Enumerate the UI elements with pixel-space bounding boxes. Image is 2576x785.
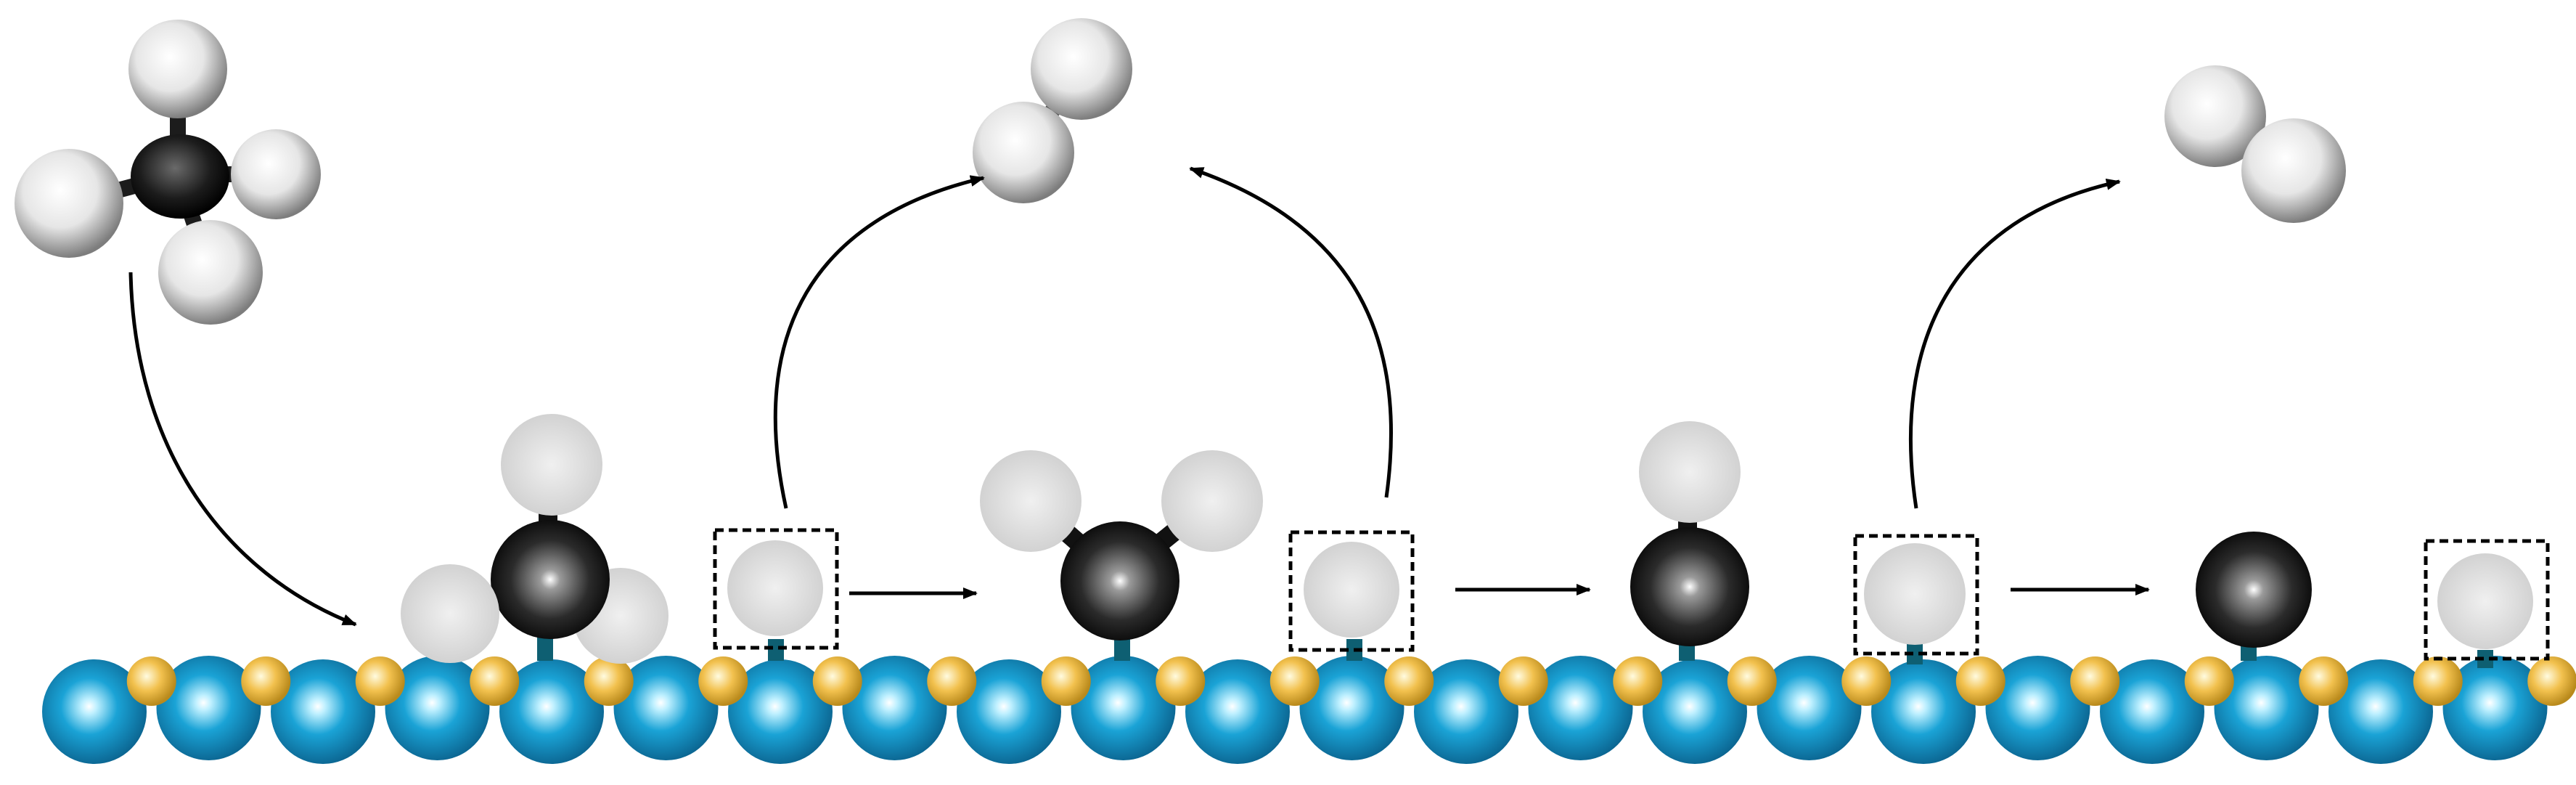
dashed-selection-box-icon	[1853, 534, 1979, 656]
ch-adsorbate	[1630, 421, 1749, 646]
interstitial-atom	[1156, 656, 1206, 706]
interstitial-atom	[2184, 656, 2234, 706]
interstitial-atom	[1041, 656, 1091, 706]
interstitial-atom	[584, 656, 634, 706]
substrate-atom	[1185, 659, 1290, 764]
substrate-atom	[42, 659, 147, 764]
substrate-atom	[271, 659, 375, 764]
desorption-arrow-icon	[1908, 179, 2121, 509]
interstitial-atom	[698, 656, 748, 706]
interstitial-atom	[1955, 656, 2005, 706]
catalyst-surface	[42, 656, 2576, 764]
interstitial-atom	[2413, 656, 2463, 706]
substrate-atom	[728, 659, 833, 764]
substrate-atom	[2214, 656, 2319, 760]
substrate-atom	[1299, 656, 1404, 760]
substrate-atom	[156, 656, 261, 760]
c-adsorbate	[2196, 532, 2312, 648]
dashed-selection-box-icon	[2424, 539, 2550, 661]
interstitial-atom	[126, 656, 176, 706]
dashed-selection-box-icon	[713, 528, 839, 650]
substrate-atom	[2328, 659, 2433, 764]
interstitial-atom	[1498, 656, 1548, 706]
substrate-atom	[1757, 656, 1862, 760]
interstitial-atom	[470, 656, 520, 706]
substrate-atom	[1871, 659, 1976, 764]
substrate-atom	[957, 659, 1061, 764]
methane-molecule-icon	[15, 20, 321, 325]
desorption-arrow-icon	[773, 175, 985, 509]
substrate-atom	[1643, 659, 1747, 764]
arrows	[128, 166, 2150, 627]
interstitial-atom	[355, 656, 405, 706]
substrate-atom	[1414, 659, 1518, 764]
interstitial-atom	[812, 656, 862, 706]
interstitial-atom	[927, 656, 977, 706]
interstitial-atom	[1727, 656, 1777, 706]
substrate-atom	[613, 656, 719, 760]
substrate-atom	[2442, 656, 2548, 760]
desorption-arrow-icon	[1189, 166, 1394, 498]
interstitial-atom	[1384, 656, 1434, 706]
interstitial-atom	[2527, 656, 2576, 706]
substrate-atom	[1985, 656, 2090, 760]
substrate-atom	[1071, 656, 1176, 760]
dashed-selection-box-icon	[1288, 530, 1415, 652]
interstitial-atom	[1613, 656, 1663, 706]
hydrogen-molecule-icon	[2164, 65, 2346, 223]
substrate-atom	[499, 659, 604, 764]
interstitial-atom	[2299, 656, 2349, 706]
ch2-adsorbate	[980, 450, 1263, 640]
adsorption-arrow-icon	[128, 272, 357, 627]
substrate-atom	[842, 656, 947, 760]
interstitial-atom	[1841, 656, 1892, 706]
substrate-atom	[2100, 659, 2204, 764]
hydrogen-molecule-icon	[973, 18, 1132, 203]
interstitial-atom	[1269, 656, 1320, 706]
interstitial-atom	[2070, 656, 2120, 706]
substrate-atom	[385, 656, 490, 760]
interstitial-atom	[241, 656, 291, 706]
substrate-atom	[1528, 656, 1633, 760]
ch3-adsorbate	[401, 414, 668, 664]
